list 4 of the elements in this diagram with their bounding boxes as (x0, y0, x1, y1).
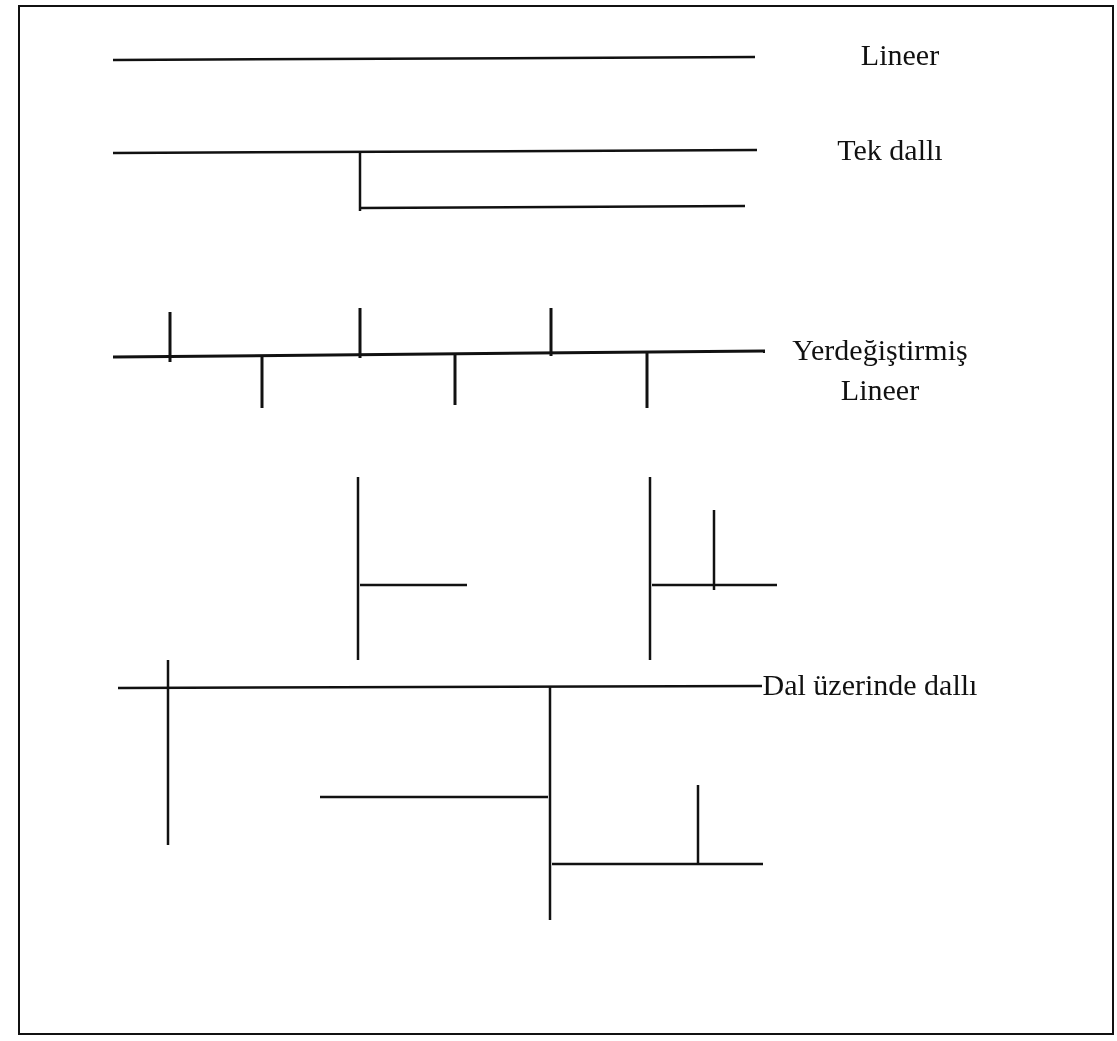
structure-label: Dal üzerinde dallı (761, 667, 979, 703)
structure-label: Lineer (859, 37, 941, 73)
structure-label: Tek dallı (836, 132, 944, 168)
structure-label: Yerdeğiştirmiş Lineer (791, 332, 969, 408)
